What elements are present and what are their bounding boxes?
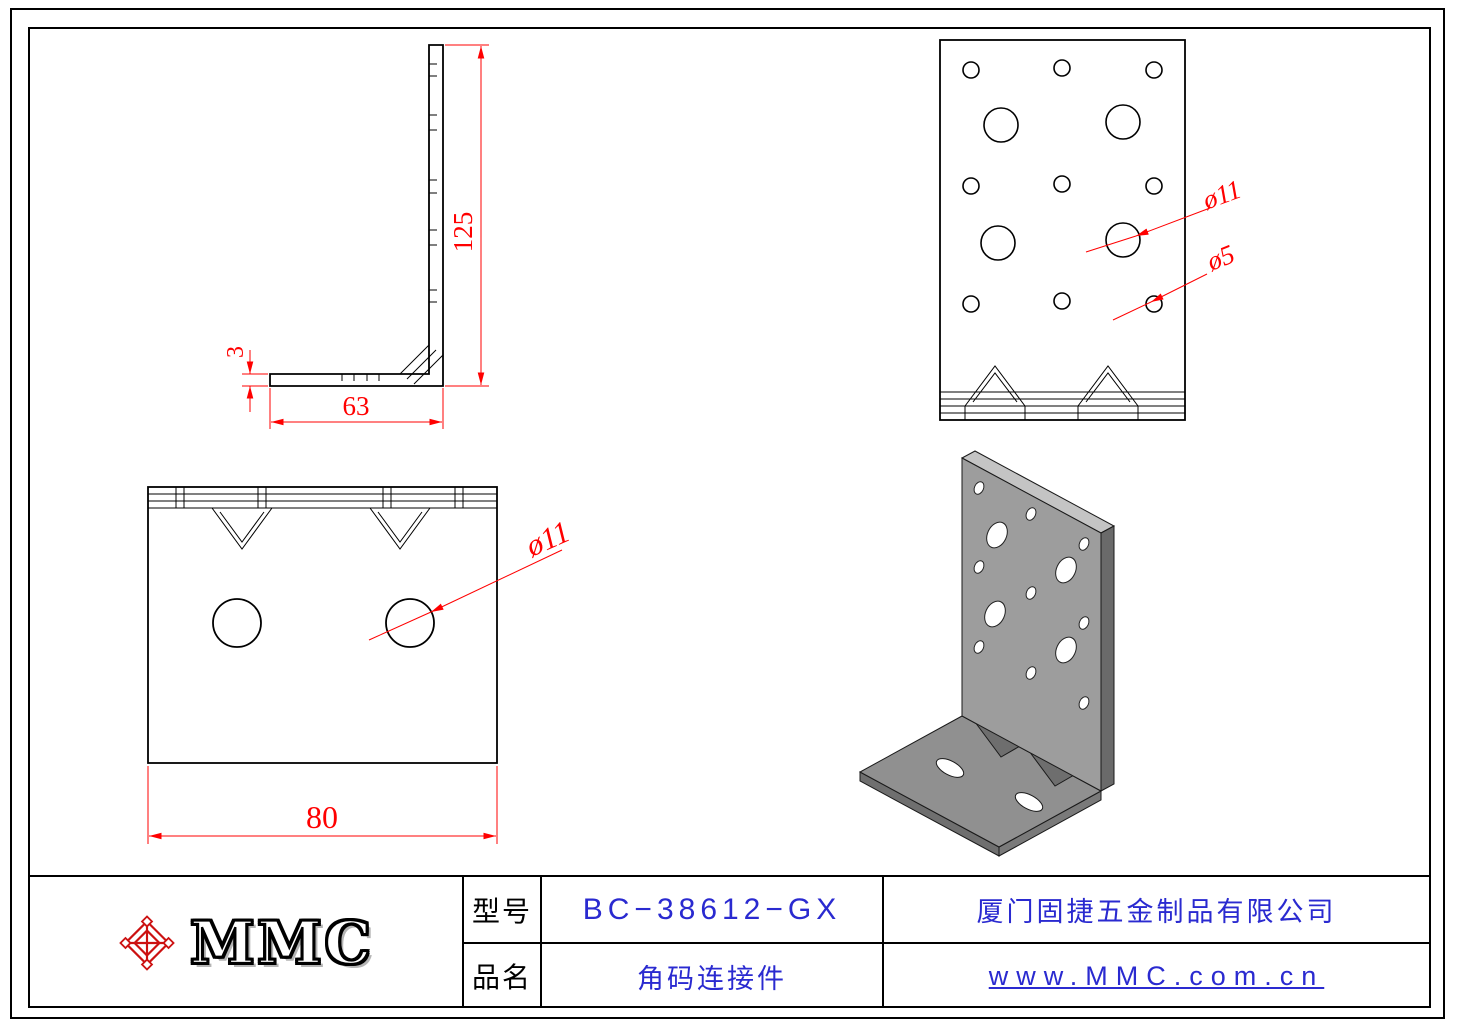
company-logo: MMC [30,877,462,1008]
mmc-gem-icon [119,914,176,971]
model-value: BC−38612−GX [582,892,842,926]
dim-top-width: 80 [306,799,338,835]
logo-text: MMC [189,908,374,977]
dim-side-thickness: 3 [223,346,249,358]
dim-side-width: 63 [343,391,370,421]
model-label-cell: 型号 [462,877,540,942]
dimensions [147,44,1211,844]
side-view [269,44,444,387]
product-name: 角码连接件 [637,963,787,994]
model-label: 型号 [471,895,532,927]
model-value-cell: BC−38612−GX [540,877,882,942]
company-name-cell: 厦门固捷五金制品有限公司 [882,877,1429,942]
sheet-inner-border [28,27,1431,1008]
dim-front-small-hole: ø5 [1202,239,1239,277]
sheet-outer-border [10,8,1445,1019]
top-view [147,486,498,764]
dim-top-hole: ø11 [520,513,576,563]
product-label: 品名 [471,962,532,993]
product-value-cell: 角码连接件 [540,942,882,1008]
isometric-view [858,450,1116,857]
website-link[interactable]: www.MMC.com.cn [988,960,1325,991]
title-block: MMC 型号 BC−38612−GX 厦门固捷五金制品有限公司 品名 角码连接件… [30,875,1429,1008]
dim-side-height: 125 [448,212,478,253]
dim-front-large-hole: ø11 [1198,174,1245,216]
product-label-cell: 品名 [462,942,540,1008]
website-cell: www.MMC.com.cn [882,942,1429,1008]
front-view [939,39,1186,421]
company-name: 厦门固捷五金制品有限公司 [976,897,1337,927]
